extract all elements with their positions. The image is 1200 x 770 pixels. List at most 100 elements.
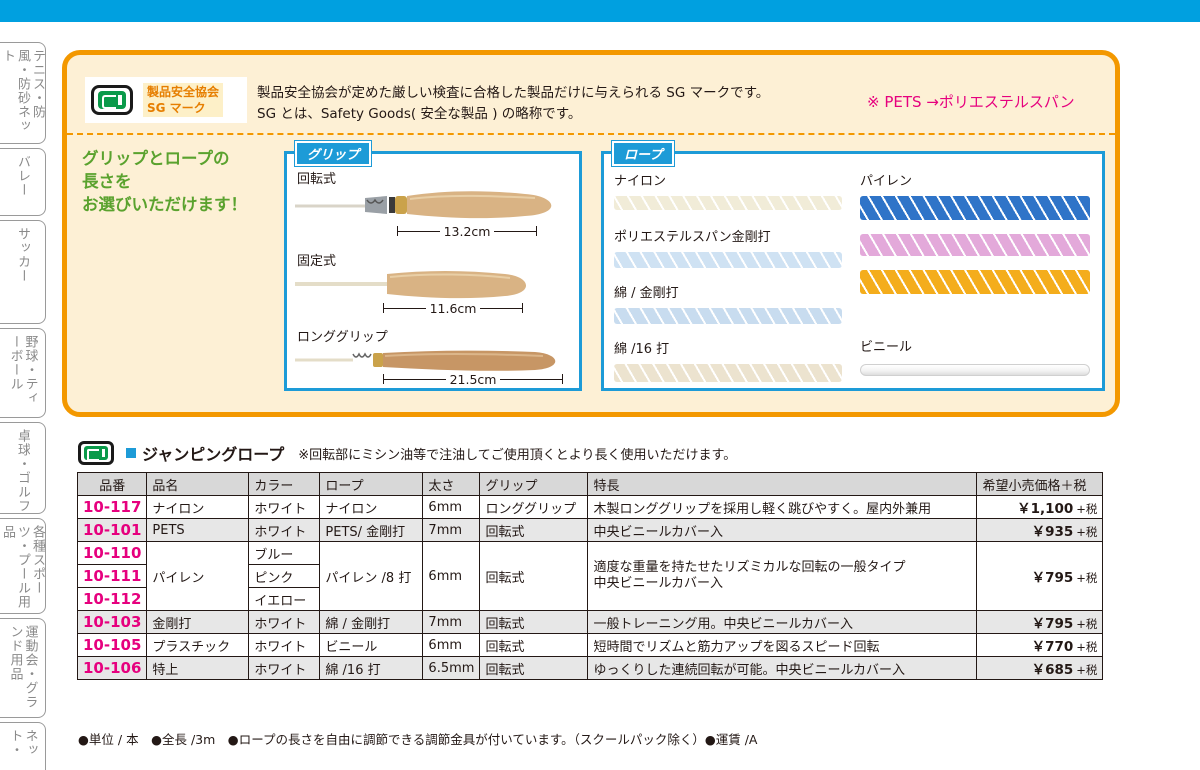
rope-swatch-pylen-yellow xyxy=(860,270,1090,294)
item-rope: PETS/ 金剛打 xyxy=(319,518,424,542)
side-tab-pingpong[interactable]: 卓球・ゴルフ xyxy=(0,422,46,514)
table-row: 10-105 プラスチック ホワイト ビニール 6mm 回転式 短時間でリズムと… xyxy=(76,633,1104,657)
table-row: 10-101 PETS ホワイト PETS/ 金剛打 7mm 回転式 中央ビニー… xyxy=(76,518,1104,542)
item-price: ￥770+税 xyxy=(976,633,1104,657)
item-code: 10-106 xyxy=(76,656,148,680)
bullet-square-icon xyxy=(126,448,136,458)
item-color: ホワイト xyxy=(248,633,321,657)
col-header: 品番 xyxy=(76,472,148,496)
item-rope: ナイロン xyxy=(319,495,424,519)
item-code: 10-111 xyxy=(76,564,148,588)
side-tab-volley[interactable]: バレー xyxy=(0,148,46,216)
side-tab-sportsday[interactable]: 運動会・グランド用品 xyxy=(0,618,46,718)
sg-info-area: 製品安全協会 SG マーク 製品安全協会が定めた厳しい検査に合格した製品だけに与… xyxy=(67,55,1115,133)
item-name: ナイロン xyxy=(146,495,250,519)
pets-note: ※ PETS →ポリエステルスパン xyxy=(867,93,1075,111)
top-color-bar xyxy=(0,0,1200,22)
grip-panel-title: グリップ xyxy=(293,140,373,167)
grip-rope-callout: グリップとロープの 長さを お選びいただけます！ xyxy=(82,149,247,214)
rope-label-polyester: ポリエステルスパン金剛打 xyxy=(614,230,771,245)
side-tab-pool[interactable]: 各種スポーツ・プール用品 xyxy=(0,518,46,614)
rope-label-pylen: パイレン xyxy=(860,174,913,189)
col-header: 品名 xyxy=(146,472,250,496)
item-feature: 短時間でリズムと筋力アップを図るスピード回転 xyxy=(587,633,978,657)
dashed-divider xyxy=(67,133,1115,135)
table-row: 10-111 ピンク xyxy=(76,564,1103,588)
item-color: ブルー xyxy=(248,541,321,565)
item-price: ￥795+税 xyxy=(976,541,1104,611)
rope-swatch-pylen-pink xyxy=(860,234,1090,256)
item-rope: 綿 /16 打 xyxy=(319,656,424,680)
rope-panel-title: ロープ xyxy=(610,140,676,167)
table-row: 10-117 ナイロン ホワイト ナイロン 6mm ロンググリップ 木製ロンググ… xyxy=(76,495,1104,519)
item-feature: 中央ビニールカバー入 xyxy=(587,518,978,542)
grip-dim-fixed: 11.6cm xyxy=(383,301,524,316)
product-header: ジャンピングロープ ※回転部にミシン油等で注油してご使用頂くとより長く使用いただ… xyxy=(78,441,736,465)
side-tab-baseball[interactable]: 野球・ティーボール xyxy=(0,328,46,418)
item-rope: 綿 / 金剛打 xyxy=(319,610,424,634)
item-color: ホワイト xyxy=(248,495,321,519)
sg-badge: 製品安全協会 SG マーク xyxy=(85,77,247,123)
grip-label-long: ロンググリップ xyxy=(297,330,388,345)
fixed-grip-image xyxy=(295,271,527,299)
rope-panel: ロープ ナイロン ポリエステルスパン金剛打 綿 / 金剛打 綿 /16 打 パイ… xyxy=(601,140,1105,391)
item-name: パイレン xyxy=(146,541,250,611)
table-row: 10-110 パイレン ブルー パイレン /8 打 6mm 回転式 適度な重量を… xyxy=(76,541,1104,611)
rope-swatch-vinyl xyxy=(860,364,1090,376)
grip-panel: グリップ 回転式 13.2cm 固定式 11.6cm ロンググリップ xyxy=(284,140,582,391)
side-tab-tennis[interactable]: テニス・防風・防砂ネット xyxy=(0,42,46,144)
item-code: 10-110 xyxy=(76,541,148,565)
footnote: ●単位 / 本 ●全長 /3m ●ロープの長さを自由に調節できる調節金具が付いて… xyxy=(78,732,758,747)
sg-description: 製品安全協会が定めた厳しい検査に合格した製品だけに与えられる SG マークです。… xyxy=(257,85,770,122)
product-spec-table: 品番 品名 カラー ロープ 太さ グリップ 特長 希望小売価格＋税 10-117… xyxy=(76,472,1104,680)
rope-swatch-polyester xyxy=(614,252,842,268)
grip-dim-long: 21.5cm xyxy=(383,372,564,387)
item-color: ホワイト xyxy=(248,656,321,680)
grip-dim-rotating: 13.2cm xyxy=(397,224,538,239)
col-header: グリップ xyxy=(479,472,589,496)
item-price: ￥935+税 xyxy=(976,518,1104,542)
item-color: ホワイト xyxy=(248,610,321,634)
table-header-row: 品番 品名 カラー ロープ 太さ グリップ 特長 希望小売価格＋税 xyxy=(76,472,1104,496)
item-price: ￥1,100+税 xyxy=(976,495,1104,519)
long-grip-image xyxy=(295,350,556,371)
sg-badge-text: 製品安全協会 SG マーク xyxy=(143,83,224,117)
item-code: 10-105 xyxy=(76,633,148,657)
item-code: 10-112 xyxy=(76,587,148,611)
item-grip: 回転式 xyxy=(479,518,589,542)
rope-label-cotton-16: 綿 /16 打 xyxy=(614,342,670,357)
rotating-grip-image xyxy=(295,191,552,219)
item-grip: 回転式 xyxy=(479,610,589,634)
item-rope: パイレン /8 打 xyxy=(319,541,424,611)
item-name: PETS xyxy=(146,518,250,542)
item-feature: 木製ロンググリップを採用し軽く跳びやすく。屋内外兼用 xyxy=(587,495,978,519)
item-color: ホワイト xyxy=(248,518,321,542)
col-header: 希望小売価格＋税 xyxy=(976,472,1104,496)
item-color: ピンク xyxy=(248,564,321,588)
item-size: 7mm xyxy=(422,610,481,634)
col-header: 特長 xyxy=(587,472,978,496)
item-name: プラスチック xyxy=(146,633,250,657)
item-grip: 回転式 xyxy=(479,541,589,611)
item-size: 6mm xyxy=(422,495,481,519)
item-size: 6.5mm xyxy=(422,656,481,680)
rope-label-cotton-kongo: 綿 / 金剛打 xyxy=(614,286,679,301)
side-tab-net[interactable]: ネット・ xyxy=(0,722,46,770)
item-grip: ロンググリップ xyxy=(479,495,589,519)
product-title: ジャンピングロープ xyxy=(142,445,285,464)
product-note: ※回転部にミシン油等で注油してご使用頂くとより長く使用いただけます。 xyxy=(298,447,737,463)
rope-swatch-nylon xyxy=(614,196,842,210)
sg-mark-icon xyxy=(91,85,133,115)
item-price: ￥795+税 xyxy=(976,610,1104,634)
item-color: イエロー xyxy=(248,587,321,611)
col-header: ロープ xyxy=(319,472,424,496)
item-size: 6mm xyxy=(422,541,481,611)
side-tab-soccer[interactable]: サッカー xyxy=(0,220,46,324)
item-size: 7mm xyxy=(422,518,481,542)
item-price: ￥685+税 xyxy=(976,656,1104,680)
col-header: カラー xyxy=(248,472,321,496)
table-row: 10-103 金剛打 ホワイト 綿 / 金剛打 7mm 回転式 一般トレーニング… xyxy=(76,610,1104,634)
item-code: 10-117 xyxy=(76,495,148,519)
rope-swatch-pylen-blue xyxy=(860,196,1090,220)
item-feature: 適度な重量を持たせたリズミカルな回転の一般タイプ 中央ビニールカバー入 xyxy=(587,541,978,611)
